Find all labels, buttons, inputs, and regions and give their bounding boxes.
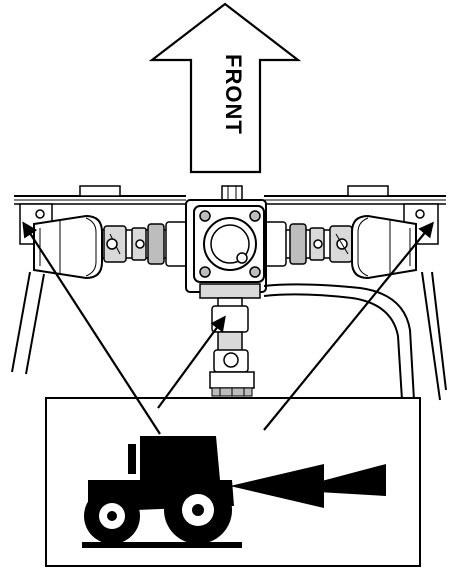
frame-mount-tab [79, 185, 121, 197]
decal-panel [45, 397, 421, 567]
arrow-to-lower-shaft [157, 315, 226, 409]
left-driveshaft [99, 221, 189, 267]
driveline-assembly [11, 185, 447, 401]
pointer-arrows [22, 221, 434, 435]
right-cv-shield [351, 214, 417, 280]
front-label: FRONT [221, 54, 246, 135]
arrow-to-left-shield [22, 221, 161, 435]
gearbox [185, 199, 267, 309]
arrow-to-right-shield [263, 221, 434, 431]
right-driveshaft [263, 221, 355, 267]
tractor-pto-decal-icon [82, 436, 386, 548]
lower-pto-shaft [209, 305, 255, 397]
hydraulic-hoses [263, 283, 415, 401]
left-cv-shield [33, 214, 103, 280]
up-arrow-icon [148, 2, 302, 174]
support-legs [11, 271, 447, 401]
frame-mount-tab [347, 185, 389, 197]
front-arrow: FRONT [148, 2, 302, 174]
